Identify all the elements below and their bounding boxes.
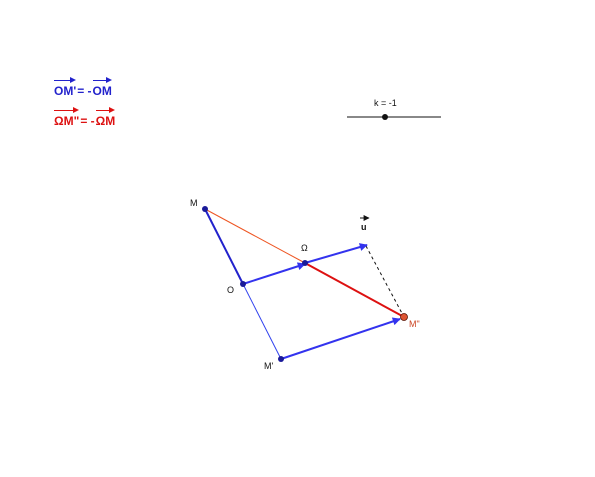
segment-o-mprime	[242, 283, 282, 360]
label-o: O	[227, 285, 234, 295]
slider-handle[interactable]	[382, 114, 388, 120]
formula-equals: = -	[80, 114, 95, 128]
point-m[interactable]	[202, 206, 208, 212]
dashed-guide	[365, 245, 405, 318]
segment-omega-mdouble	[304, 262, 405, 318]
vector-u-from-o	[242, 262, 306, 285]
k-slider[interactable]: k = -1	[347, 98, 441, 120]
label-omega: Ω	[301, 243, 308, 253]
point-o[interactable]	[240, 281, 246, 287]
label-u: u	[361, 222, 367, 232]
label-m: M	[190, 198, 198, 208]
vector-omega-m-double: ΩM"	[54, 107, 80, 128]
point-omega[interactable]	[302, 260, 308, 266]
label-mprime: M'	[264, 361, 273, 371]
formula-om-prime: OM' = - OM	[54, 77, 113, 98]
vector-omega-m: ΩM	[95, 107, 115, 128]
vector-u-from-omega	[304, 243, 368, 264]
slider-label: k = -1	[374, 98, 397, 108]
point-mdouble[interactable]	[400, 313, 408, 321]
vector-om: OM	[92, 77, 113, 98]
vector-om-prime: OM'	[54, 77, 77, 98]
label-mdouble: M"	[409, 319, 420, 329]
formula-equals: = -	[77, 84, 92, 98]
segment-m-omega	[204, 208, 306, 264]
segment-m-o	[204, 208, 244, 285]
formula-omega-m-double: ΩM" = - ΩM	[54, 107, 115, 128]
vector-u-from-mprime	[280, 317, 401, 360]
point-mprime[interactable]	[278, 356, 284, 362]
